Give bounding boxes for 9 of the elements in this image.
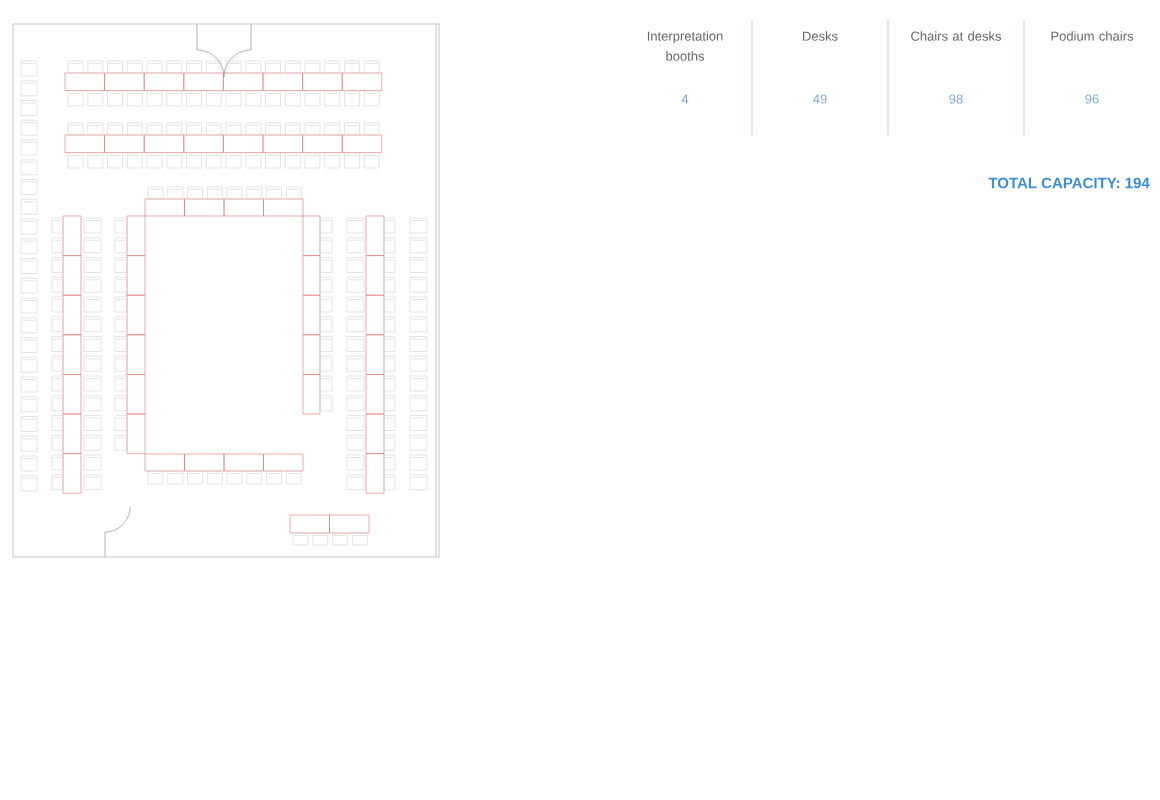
total-capacity-text: TOTAL CAPACITY: 194: [988, 177, 1150, 189]
column-header: Desks: [803, 31, 838, 41]
count-value: 98: [949, 94, 963, 104]
count-value: 49: [813, 94, 827, 104]
column-header: Interpretation booths: [647, 31, 723, 61]
count-value: 4: [681, 94, 689, 104]
column-header: Chairs at desks: [911, 31, 1002, 41]
column-header: Podium chairs: [1051, 31, 1134, 41]
count-value: 96: [1085, 94, 1099, 104]
